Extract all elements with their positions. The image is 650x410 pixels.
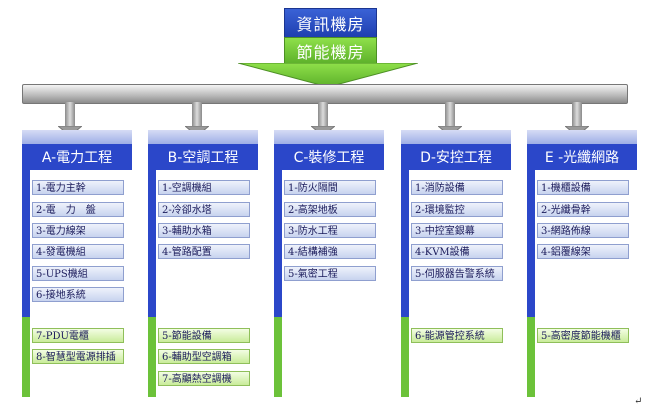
list-item-green: 8-智慧型電源排插 — [32, 349, 124, 364]
list-item: 2-光纖骨幹 — [537, 202, 629, 217]
column-d-side — [401, 130, 409, 397]
list-item: 1-防火隔間 — [284, 180, 376, 195]
list-item: 2-冷卻水塔 — [158, 202, 250, 217]
down-arrow-icon — [238, 63, 418, 87]
list-item-green: 6-輔助型空調箱 — [158, 349, 250, 364]
it-room-label: 資訊機房 — [296, 15, 365, 34]
list-item: 1-電力主幹 — [32, 180, 124, 195]
list-item: 4-KVM設備 — [411, 244, 503, 259]
column-c-side — [274, 130, 282, 397]
list-item: 4-結構補強 — [284, 244, 376, 259]
column-b-header: B-空調工程 — [148, 144, 258, 170]
connector-pillar-e — [572, 102, 582, 128]
list-item-green: 7-高顯熱空調機 — [158, 371, 250, 386]
eco-room-label: 節能機房 — [296, 43, 365, 62]
list-item: 6-接地系統 — [32, 287, 124, 302]
column-e-header: E -光纖網路 — [527, 144, 637, 170]
list-item: 2-環境監控 — [411, 202, 503, 217]
connector-pillar-c — [318, 102, 328, 128]
list-item: 3-網路佈線 — [537, 223, 629, 238]
column-c-header: C-裝修工程 — [274, 144, 384, 170]
column-e-top — [527, 130, 637, 144]
column-a-side — [22, 130, 30, 397]
list-item: 3-防水工程 — [284, 223, 376, 238]
list-item-green: 6-能源管控系統 — [411, 328, 503, 343]
connector-pillar-a — [65, 102, 75, 128]
distribution-bar — [22, 84, 628, 104]
list-item: 3-輔助水箱 — [158, 223, 250, 238]
column-a-header: A-電力工程 — [22, 144, 132, 170]
column-d-header: D-安控工程 — [401, 144, 511, 170]
list-item: 3-中控室銀幕 — [411, 223, 503, 238]
list-item-green: 7-PDU電櫃 — [32, 328, 124, 343]
list-item: 1-消防設備 — [411, 180, 503, 195]
list-item: 5-氣密工程 — [284, 266, 376, 281]
list-item: 2-高架地板 — [284, 202, 376, 217]
column-b-top — [148, 130, 258, 144]
list-item: 5-UPS機組 — [32, 266, 124, 281]
list-item: 1-機櫃設備 — [537, 180, 629, 195]
list-item: 3-電力線架 — [32, 223, 124, 238]
connector-pillar-d — [445, 102, 455, 128]
list-item: 2-電 力 盤 — [32, 202, 124, 217]
connector-pillar-b — [192, 102, 202, 128]
paragraph-mark: ↵ — [634, 396, 643, 407]
column-c-title: C-裝修工程 — [293, 150, 365, 166]
list-item-green: 5-節能設備 — [158, 328, 250, 343]
list-item: 4-鋁覆線架 — [537, 244, 629, 259]
list-item: 4-發電機組 — [32, 244, 124, 259]
eco-room-box: 節能機房 — [284, 37, 377, 65]
column-d-title: D-安控工程 — [420, 150, 492, 166]
column-a-top — [22, 130, 132, 144]
list-item-green: 5-高密度節能機櫃 — [537, 328, 629, 343]
list-item: 5-伺服器告警系統 — [411, 266, 503, 281]
list-item: 1-空調機組 — [158, 180, 250, 195]
list-item: 4-管路配置 — [158, 244, 250, 259]
column-c-top — [274, 130, 384, 144]
it-room-box: 資訊機房 — [284, 8, 377, 38]
column-b-side — [148, 130, 156, 397]
column-b-title: B-空調工程 — [167, 150, 239, 166]
column-d-top — [401, 130, 511, 144]
column-e-side — [527, 130, 535, 397]
column-a-title: A-電力工程 — [41, 150, 113, 166]
column-e-title: E -光纖網路 — [544, 150, 620, 166]
